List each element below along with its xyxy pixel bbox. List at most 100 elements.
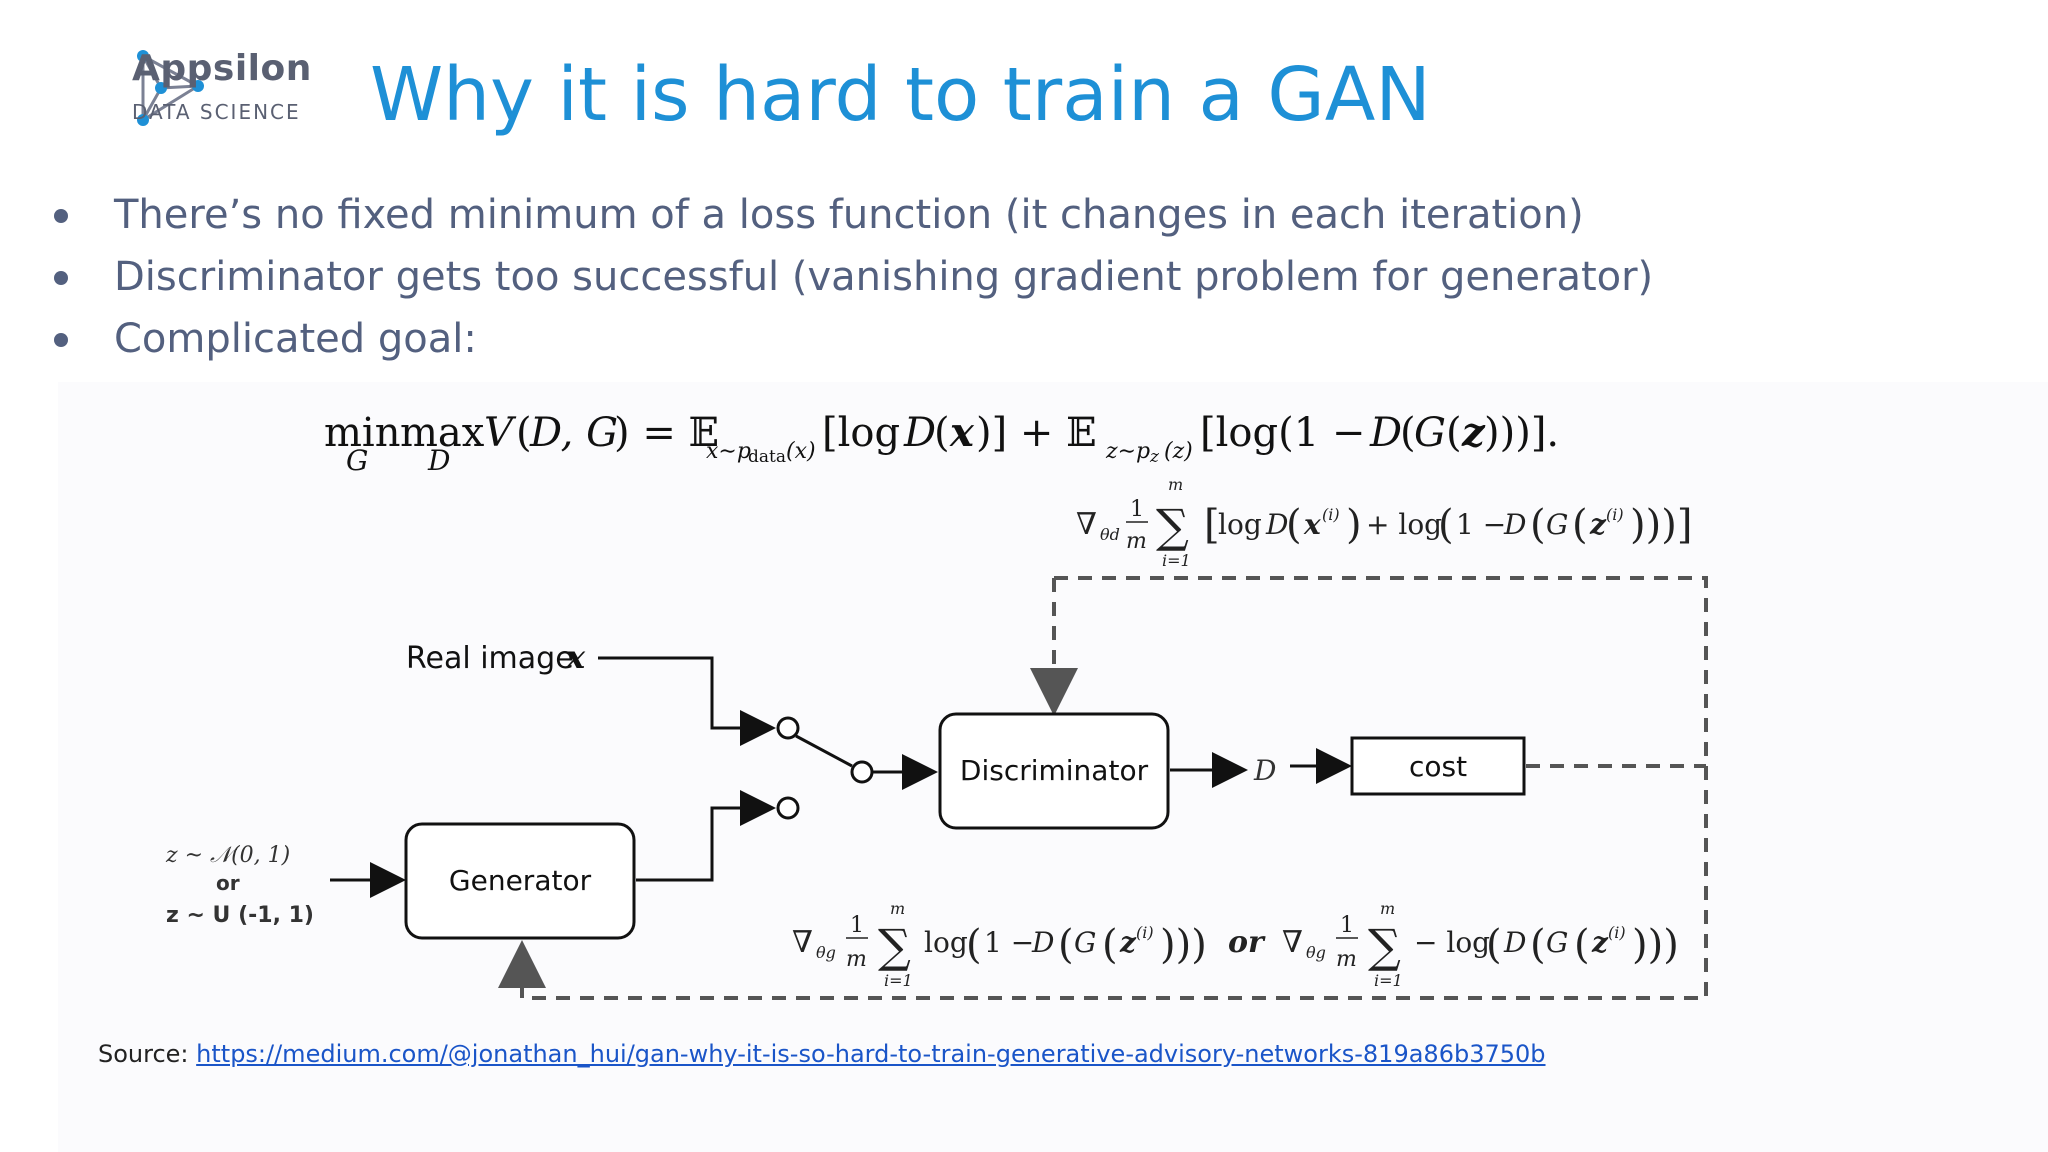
svg-text:) = 𝔼: ) = 𝔼: [614, 410, 719, 456]
bullet-item: There’s no fixed minimum of a loss funct…: [48, 184, 1653, 246]
svg-text:x: x: [949, 409, 975, 456]
svg-text:∑: ∑: [878, 919, 911, 973]
discriminator-box: [938, 712, 1170, 830]
svg-text:1: 1: [1130, 497, 1144, 522]
appsilon-logo-icon: [137, 50, 204, 126]
switch-contact-real: [776, 716, 800, 740]
bullet-item: Complicated goal:: [48, 308, 1653, 370]
svg-text:D: D: [1503, 926, 1526, 959]
svg-text:[log: [log: [822, 410, 900, 456]
svg-text:∑: ∑: [1368, 919, 1401, 973]
svg-text:(x): (x): [786, 439, 816, 464]
bullet-text: Discriminator gets too successful (vanis…: [114, 254, 1654, 300]
svg-text:(i): (i): [1136, 923, 1154, 942]
svg-text:z: z: [1591, 926, 1609, 959]
svg-text:θg: θg: [816, 943, 836, 962]
bullet-dot-icon: [54, 333, 68, 347]
bullet-dot-icon: [54, 209, 68, 223]
real-image-label: Real image: [406, 641, 574, 676]
svg-text:z: z: [1149, 447, 1160, 467]
svg-text:(i): (i): [1608, 923, 1626, 942]
svg-text:z∼p: z∼p: [1105, 439, 1150, 464]
svg-text:1: 1: [1340, 913, 1354, 938]
svg-text:m: m: [1336, 947, 1357, 972]
svg-text:): ): [1346, 502, 1362, 548]
bullet-text: There’s no fixed minimum of a loss funct…: [114, 192, 1584, 238]
svg-text:)))].: )))].: [1484, 410, 1559, 456]
svg-text:(: (: [1486, 922, 1502, 968]
generator-gradient-formula: ∇ θg 1 m m ∑ i=1 log ( 1 − D ( G ( z (i)…: [792, 899, 1679, 990]
svg-text:(: (: [1446, 410, 1462, 456]
svg-text:(: (: [1438, 502, 1454, 548]
generator-box: [404, 822, 636, 940]
svg-text:∑: ∑: [1156, 499, 1189, 553]
svg-text:min: min: [324, 410, 400, 456]
source-citation: Source: https://medium.com/@jonathan_hui…: [98, 1040, 1546, 1068]
bullet-item: Discriminator gets too successful (vanis…: [48, 246, 1653, 308]
source-link[interactable]: https://medium.com/@jonathan_hui/gan-why…: [196, 1040, 1546, 1068]
svg-text:(: (: [1400, 410, 1416, 456]
svg-text:[log(1 −: [log(1 −: [1200, 410, 1365, 456]
svg-text:[: [: [1204, 502, 1220, 548]
svg-text:θd: θd: [1100, 525, 1120, 544]
source-label: Source:: [98, 1040, 189, 1068]
signal-wires: [330, 656, 1352, 898]
bullet-text: Complicated goal:: [114, 316, 477, 362]
svg-text:)))]: )))]: [1630, 502, 1692, 548]
svg-text:1 −: 1 −: [984, 926, 1034, 959]
discriminator-label: Discriminator: [960, 754, 1149, 787]
slide-title: Why it is hard to train a GAN: [370, 52, 1431, 138]
noise-uniform-label: z ~ U (-1, 1): [166, 903, 314, 928]
minimax-objective-formula: min G max D V ( D, G ) = 𝔼 x∼p data (x) …: [324, 409, 1559, 477]
svg-text:i=1: i=1: [1162, 551, 1191, 570]
svg-text:θg: θg: [1306, 943, 1326, 962]
svg-text:(: (: [966, 922, 982, 968]
svg-text:∇: ∇: [792, 925, 813, 960]
svg-text:G: G: [1546, 508, 1568, 541]
svg-text:m: m: [1380, 899, 1395, 918]
svg-text:(: (: [1286, 502, 1302, 548]
svg-text:x: x: [1303, 508, 1321, 541]
svg-text:D, G: D, G: [529, 410, 618, 456]
svg-text:(: (: [516, 410, 532, 456]
noise-or-label: or: [216, 871, 240, 895]
svg-text:V: V: [484, 410, 517, 456]
svg-text:(z): (z): [1164, 439, 1193, 464]
svg-text:)] + 𝔼: )] + 𝔼: [976, 410, 1097, 456]
svg-text:log: log: [924, 926, 968, 959]
svg-text:x∼p: x∼p: [706, 439, 751, 464]
svg-text:G: G: [1414, 410, 1446, 456]
svg-text:i=1: i=1: [1374, 971, 1403, 990]
svg-text:∇: ∇: [1282, 925, 1303, 960]
svg-text:+ log: + log: [1366, 508, 1442, 541]
svg-text:D: D: [903, 410, 936, 456]
svg-text:D: D: [1503, 508, 1526, 541]
generator-label: Generator: [449, 864, 592, 897]
svg-text:z: z: [1461, 409, 1486, 456]
svg-text:(: (: [1530, 922, 1546, 968]
svg-text:i=1: i=1: [884, 971, 913, 990]
svg-text:(: (: [1102, 922, 1118, 968]
svg-text:z: z: [1589, 508, 1607, 541]
svg-text:(: (: [1530, 502, 1546, 548]
svg-text:D: D: [1265, 508, 1288, 541]
svg-text:m: m: [1126, 529, 1147, 554]
svg-text:(i): (i): [1606, 505, 1624, 524]
svg-text:G: G: [1546, 926, 1568, 959]
discriminator-gradient-formula: ∇ θd 1 m m ∑ i=1 [ log D ( x (i) ) + log…: [1076, 475, 1692, 570]
cost-label: cost: [1409, 750, 1467, 783]
svg-text:∇: ∇: [1076, 507, 1097, 542]
gradient-feedback-lines: [498, 576, 1708, 1000]
svg-text:))): ))): [1160, 922, 1207, 968]
svg-text:1 −: 1 −: [1456, 508, 1506, 541]
real-image-var: x: [565, 638, 586, 676]
svg-text:G: G: [1074, 926, 1096, 959]
svg-text:(: (: [1572, 502, 1588, 548]
svg-text:(: (: [1058, 922, 1074, 968]
svg-text:D: D: [1369, 410, 1402, 456]
svg-text:1: 1: [850, 913, 864, 938]
cost-box: [1350, 736, 1526, 796]
gen-grad-or-label: or: [1228, 925, 1266, 960]
svg-text:− log: − log: [1414, 926, 1490, 959]
svg-text:(i): (i): [1322, 505, 1340, 524]
